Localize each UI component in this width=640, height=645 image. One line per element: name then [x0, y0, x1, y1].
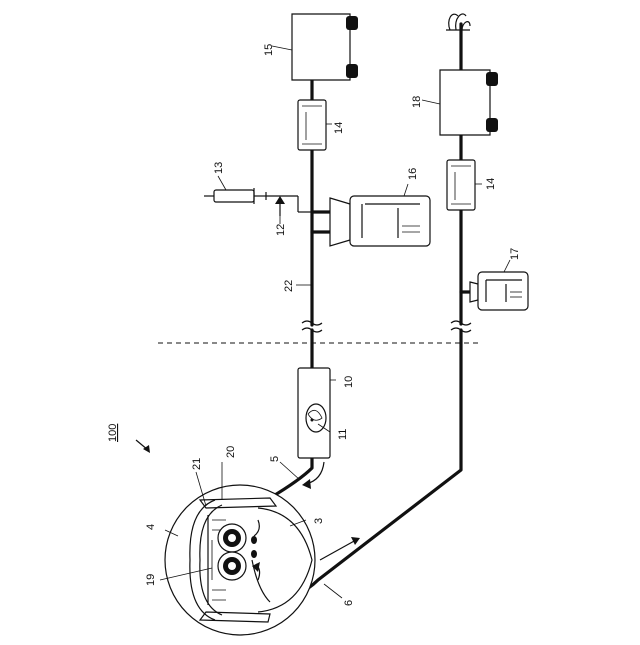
label-100: 100 — [107, 424, 119, 442]
syringe-13 — [204, 188, 312, 212]
label-11: 11 — [337, 429, 349, 440]
cartridge-10 — [298, 368, 330, 458]
label-4: 4 — [145, 524, 157, 530]
label-16: 16 — [407, 168, 419, 180]
label-21: 21 — [191, 458, 203, 470]
label-6: 6 — [343, 600, 355, 606]
label-12: 12 — [275, 224, 287, 236]
label-22: 22 — [283, 280, 295, 292]
label-14-left: 14 — [333, 122, 345, 134]
label-3: 3 — [313, 518, 325, 524]
label-15: 15 — [263, 44, 275, 56]
label-18: 18 — [411, 96, 423, 108]
label-10: 10 — [343, 376, 355, 388]
reservoir-17 — [470, 272, 528, 310]
label-19: 19 — [145, 574, 157, 586]
label-20: 20 — [225, 446, 237, 458]
device-15 — [292, 14, 358, 80]
flow-arrow-6 — [320, 537, 360, 560]
label-14-right: 14 — [485, 178, 497, 190]
air-flow-icon — [446, 14, 470, 30]
filter-14-left — [298, 100, 326, 150]
reservoir-16 — [330, 196, 430, 246]
label-5: 5 — [269, 456, 281, 462]
label-17: 17 — [509, 248, 521, 260]
head-section-4 — [165, 485, 315, 635]
label-13: 13 — [213, 162, 225, 174]
injection-arrow-12 — [275, 196, 285, 216]
filter-14-right — [447, 160, 475, 210]
device-18 — [440, 70, 498, 135]
